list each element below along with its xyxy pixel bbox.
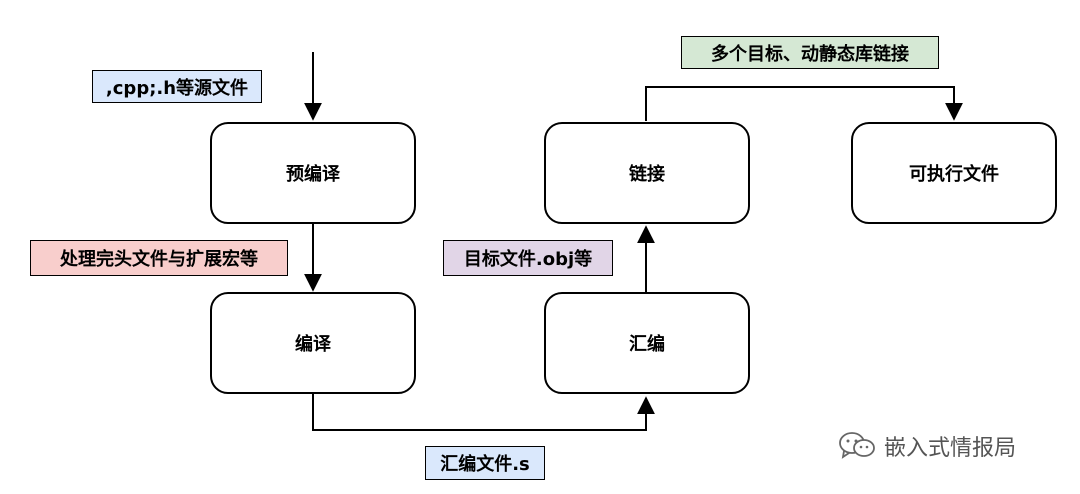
preprocess-note-label: 处理完头文件与扩展宏等 [30, 240, 288, 276]
source-files-label: ,cpp;.h等源文件 [92, 70, 262, 103]
preprocess-node: 预编译 [210, 122, 416, 224]
assemble-node: 汇编 [544, 292, 750, 394]
link-to-executable-arrow [645, 86, 963, 121]
link-node: 链接 [544, 122, 750, 224]
compile-node: 编译 [210, 292, 416, 394]
link-note-label: 多个目标、动静态库链接 [681, 36, 939, 69]
assembly-file-label: 汇编文件.s [425, 446, 545, 480]
executable-node: 可执行文件 [851, 122, 1057, 224]
watermark-text: 嵌入式情报局 [884, 436, 1017, 461]
object-files-label: 目标文件.obj等 [443, 240, 613, 276]
compile-to-assemble-arrow [312, 394, 655, 431]
wechat-icon [839, 432, 875, 459]
watermark: 嵌入式情报局 [838, 430, 1016, 462]
